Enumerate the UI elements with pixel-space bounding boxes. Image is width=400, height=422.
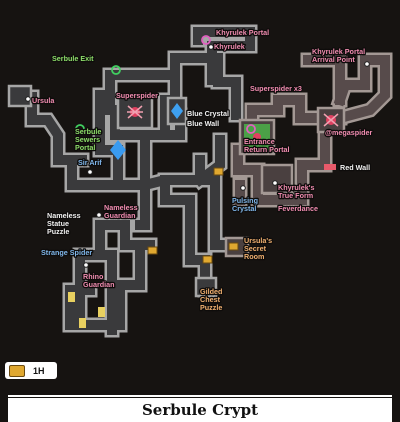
legend: 1H <box>5 362 57 379</box>
label-red-wall: Red Wall <box>340 163 370 172</box>
chest-icon <box>9 364 25 377</box>
label-megaspider: @megaspider <box>325 128 373 137</box>
label-superspider-x3: Superspider x3 <box>250 84 302 93</box>
statue-icon <box>98 307 105 317</box>
map-title-bar: Serbule Crypt <box>0 389 400 422</box>
chest-icon <box>202 255 213 264</box>
map-title: Serbule Crypt <box>141 401 259 419</box>
title-rule <box>8 395 392 397</box>
statue-icon <box>79 318 86 328</box>
superspider-icon <box>127 105 143 119</box>
chest-icon <box>147 246 158 255</box>
serbule-exit-icon <box>111 65 121 75</box>
chest-icon <box>228 242 239 251</box>
label-blue-crystal: Blue Crystal <box>187 109 229 118</box>
room-ursula <box>7 84 33 108</box>
label-khyrulek: Khyrulek <box>214 42 245 51</box>
khyrulek-marker <box>208 44 214 50</box>
khyrulek-portal-icon <box>201 35 211 45</box>
room-khyrulek-true-form <box>260 163 294 195</box>
room-gilded-chest <box>194 276 218 298</box>
label-serbule-exit: Serbule Exit <box>52 54 94 63</box>
pulsing-crystal-marker <box>240 185 246 191</box>
megaspider-icon <box>323 113 339 127</box>
nameless-guardian-marker <box>96 212 102 218</box>
statue-icon <box>68 292 75 302</box>
label-feverdance: Feverdance <box>278 204 318 213</box>
dungeon-map: Khyrulek Portal Khyrulek Serbule Exit Kh… <box>7 24 393 338</box>
strange-spider-marker <box>83 262 89 268</box>
label-khyrulek-portal: Khyrulek Portal <box>216 28 269 37</box>
blue-crystal-icon <box>171 103 183 119</box>
entrance-return-icon <box>246 124 256 134</box>
sir-arif-marker <box>87 169 93 175</box>
label-strange-spider: Strange Spider <box>41 248 92 257</box>
sewers-portal-icon <box>110 140 126 160</box>
sewers-swirl-icon <box>75 124 85 134</box>
room-superspider <box>116 94 154 130</box>
superspider-x3-icon <box>244 124 270 150</box>
label-ursula: Ursula <box>32 96 55 105</box>
ursula-marker <box>25 96 31 102</box>
legend-label: 1H <box>33 365 45 376</box>
label-sir-arif: Sir Arif <box>78 158 102 167</box>
red-wall-icon <box>324 164 336 170</box>
label-superspider: Superspider <box>116 91 158 100</box>
room-megaspider <box>316 106 346 134</box>
label-blue-wall: Blue Wall <box>187 119 219 128</box>
khyrulek-true-form-marker <box>272 180 278 186</box>
arrival-point-marker <box>364 61 370 67</box>
chest-icon <box>213 167 224 176</box>
